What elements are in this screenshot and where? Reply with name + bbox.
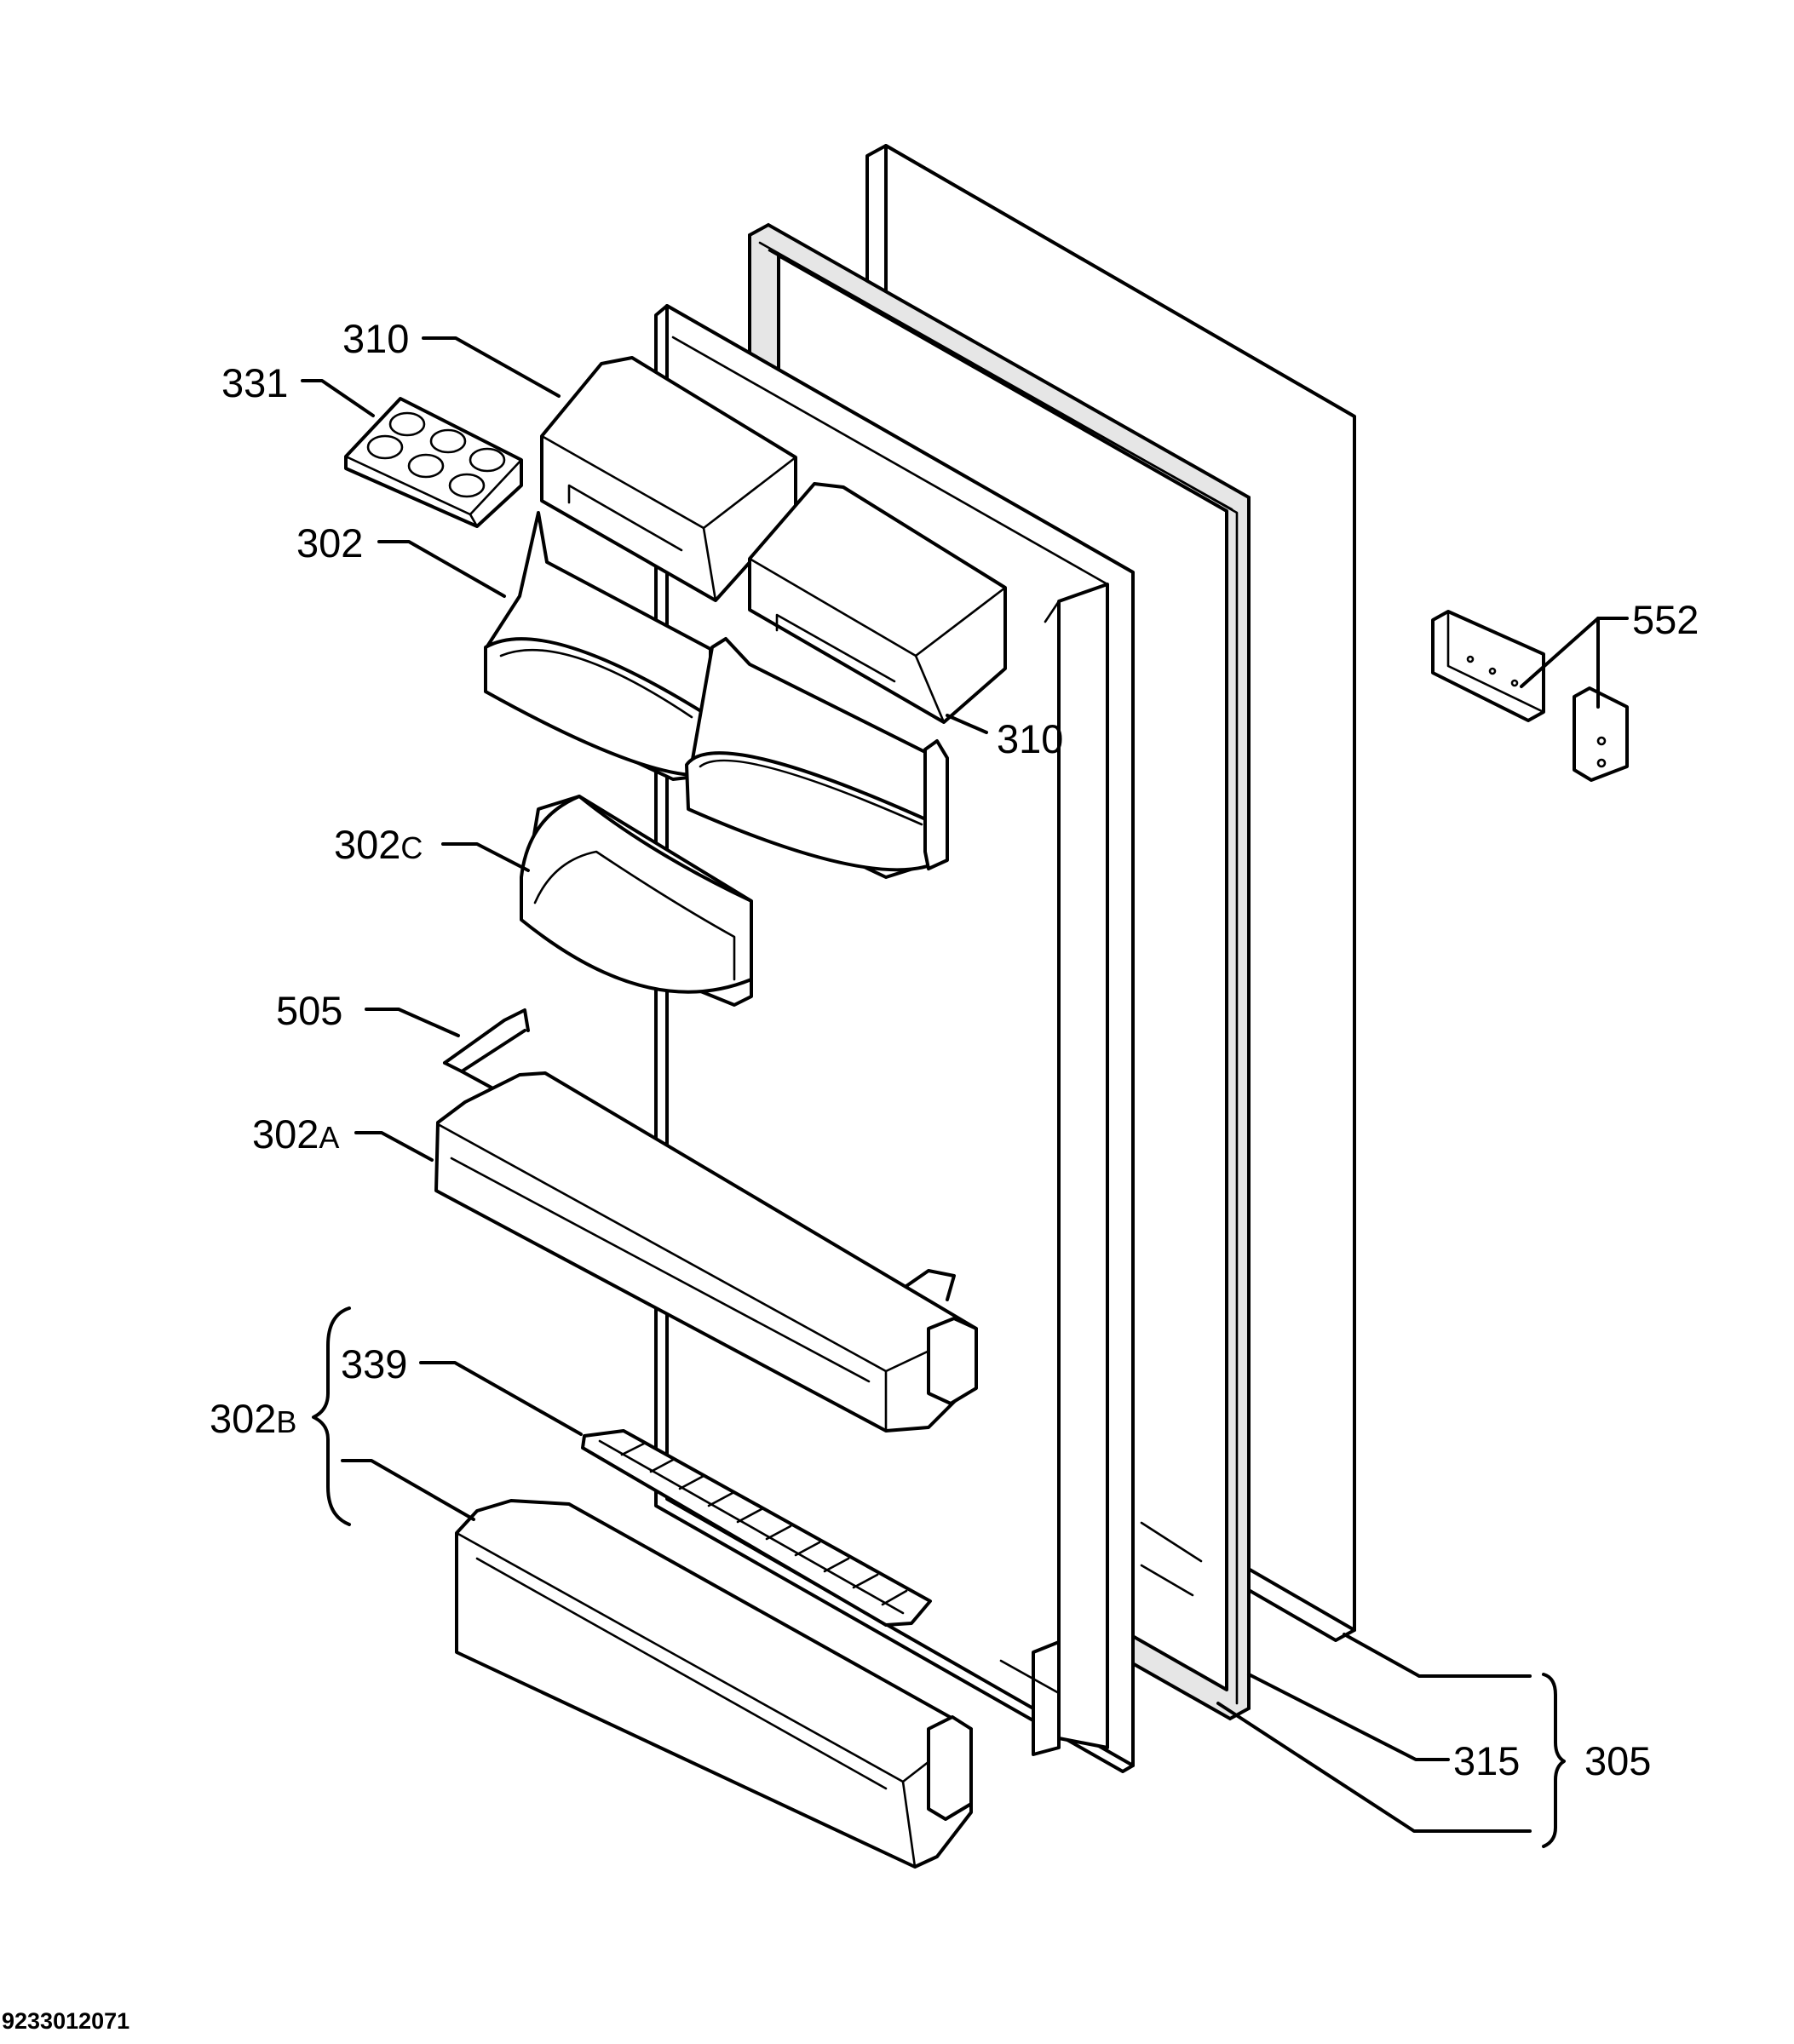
leader-lines [301, 336, 1629, 1848]
callout-302: 302 [296, 520, 363, 566]
callout-339: 339 [341, 1341, 407, 1387]
door-shelf-upper-right [685, 637, 949, 879]
callout-302c: 302C [334, 822, 423, 867]
callout-331: 331 [221, 360, 288, 405]
callout-labels: 310 331 302 310 552 302C 505 302A 339 30… [210, 316, 1699, 1783]
callout-302c-suffix: C [400, 830, 423, 865]
callout-310-top: 310 [342, 316, 409, 361]
callout-302c-number: 302 [334, 822, 400, 867]
divider-slots [620, 1441, 908, 1606]
leader-315 [1247, 1673, 1450, 1761]
callout-302a-suffix: A [319, 1120, 339, 1155]
egg-tray [344, 397, 523, 528]
leader-310-top [422, 336, 561, 398]
leader-302a [354, 1131, 434, 1162]
callout-305: 305 [1584, 1738, 1651, 1783]
leader-302 [377, 540, 506, 598]
callout-302b: 302B [210, 1396, 296, 1441]
callout-302a-number: 302 [252, 1111, 319, 1157]
callout-302b-suffix: B [276, 1404, 296, 1439]
shelf-divider [581, 1429, 932, 1627]
callout-302b-number: 302 [210, 1396, 276, 1441]
leader-331 [301, 379, 375, 417]
callout-315: 315 [1453, 1738, 1520, 1783]
leader-302c [441, 842, 530, 872]
door-shelf-302c [520, 795, 753, 1007]
brace-305 [1542, 1673, 1566, 1848]
leader-310-right [946, 714, 988, 734]
callout-552: 552 [1632, 597, 1699, 642]
callout-310-right: 310 [997, 716, 1063, 761]
inner-door-liner [654, 304, 1203, 1773]
dairy-compartment-lower [748, 482, 1007, 724]
door-shelf-302a [434, 1071, 978, 1433]
brace-302b [312, 1306, 351, 1526]
document-number: 9233012071 [2, 2008, 129, 2034]
callout-505: 505 [276, 988, 342, 1033]
leader-339 [419, 1361, 583, 1436]
dairy-compartment-upper [540, 356, 797, 602]
leader-305-bottom [1216, 1702, 1532, 1833]
leader-505 [365, 1008, 460, 1037]
leader-302b [341, 1459, 475, 1521]
leader-305-top [1343, 1633, 1532, 1678]
door-shelf-302b [455, 1499, 973, 1869]
callout-302a: 302A [252, 1111, 339, 1157]
hinge-bracket [1431, 610, 1629, 782]
